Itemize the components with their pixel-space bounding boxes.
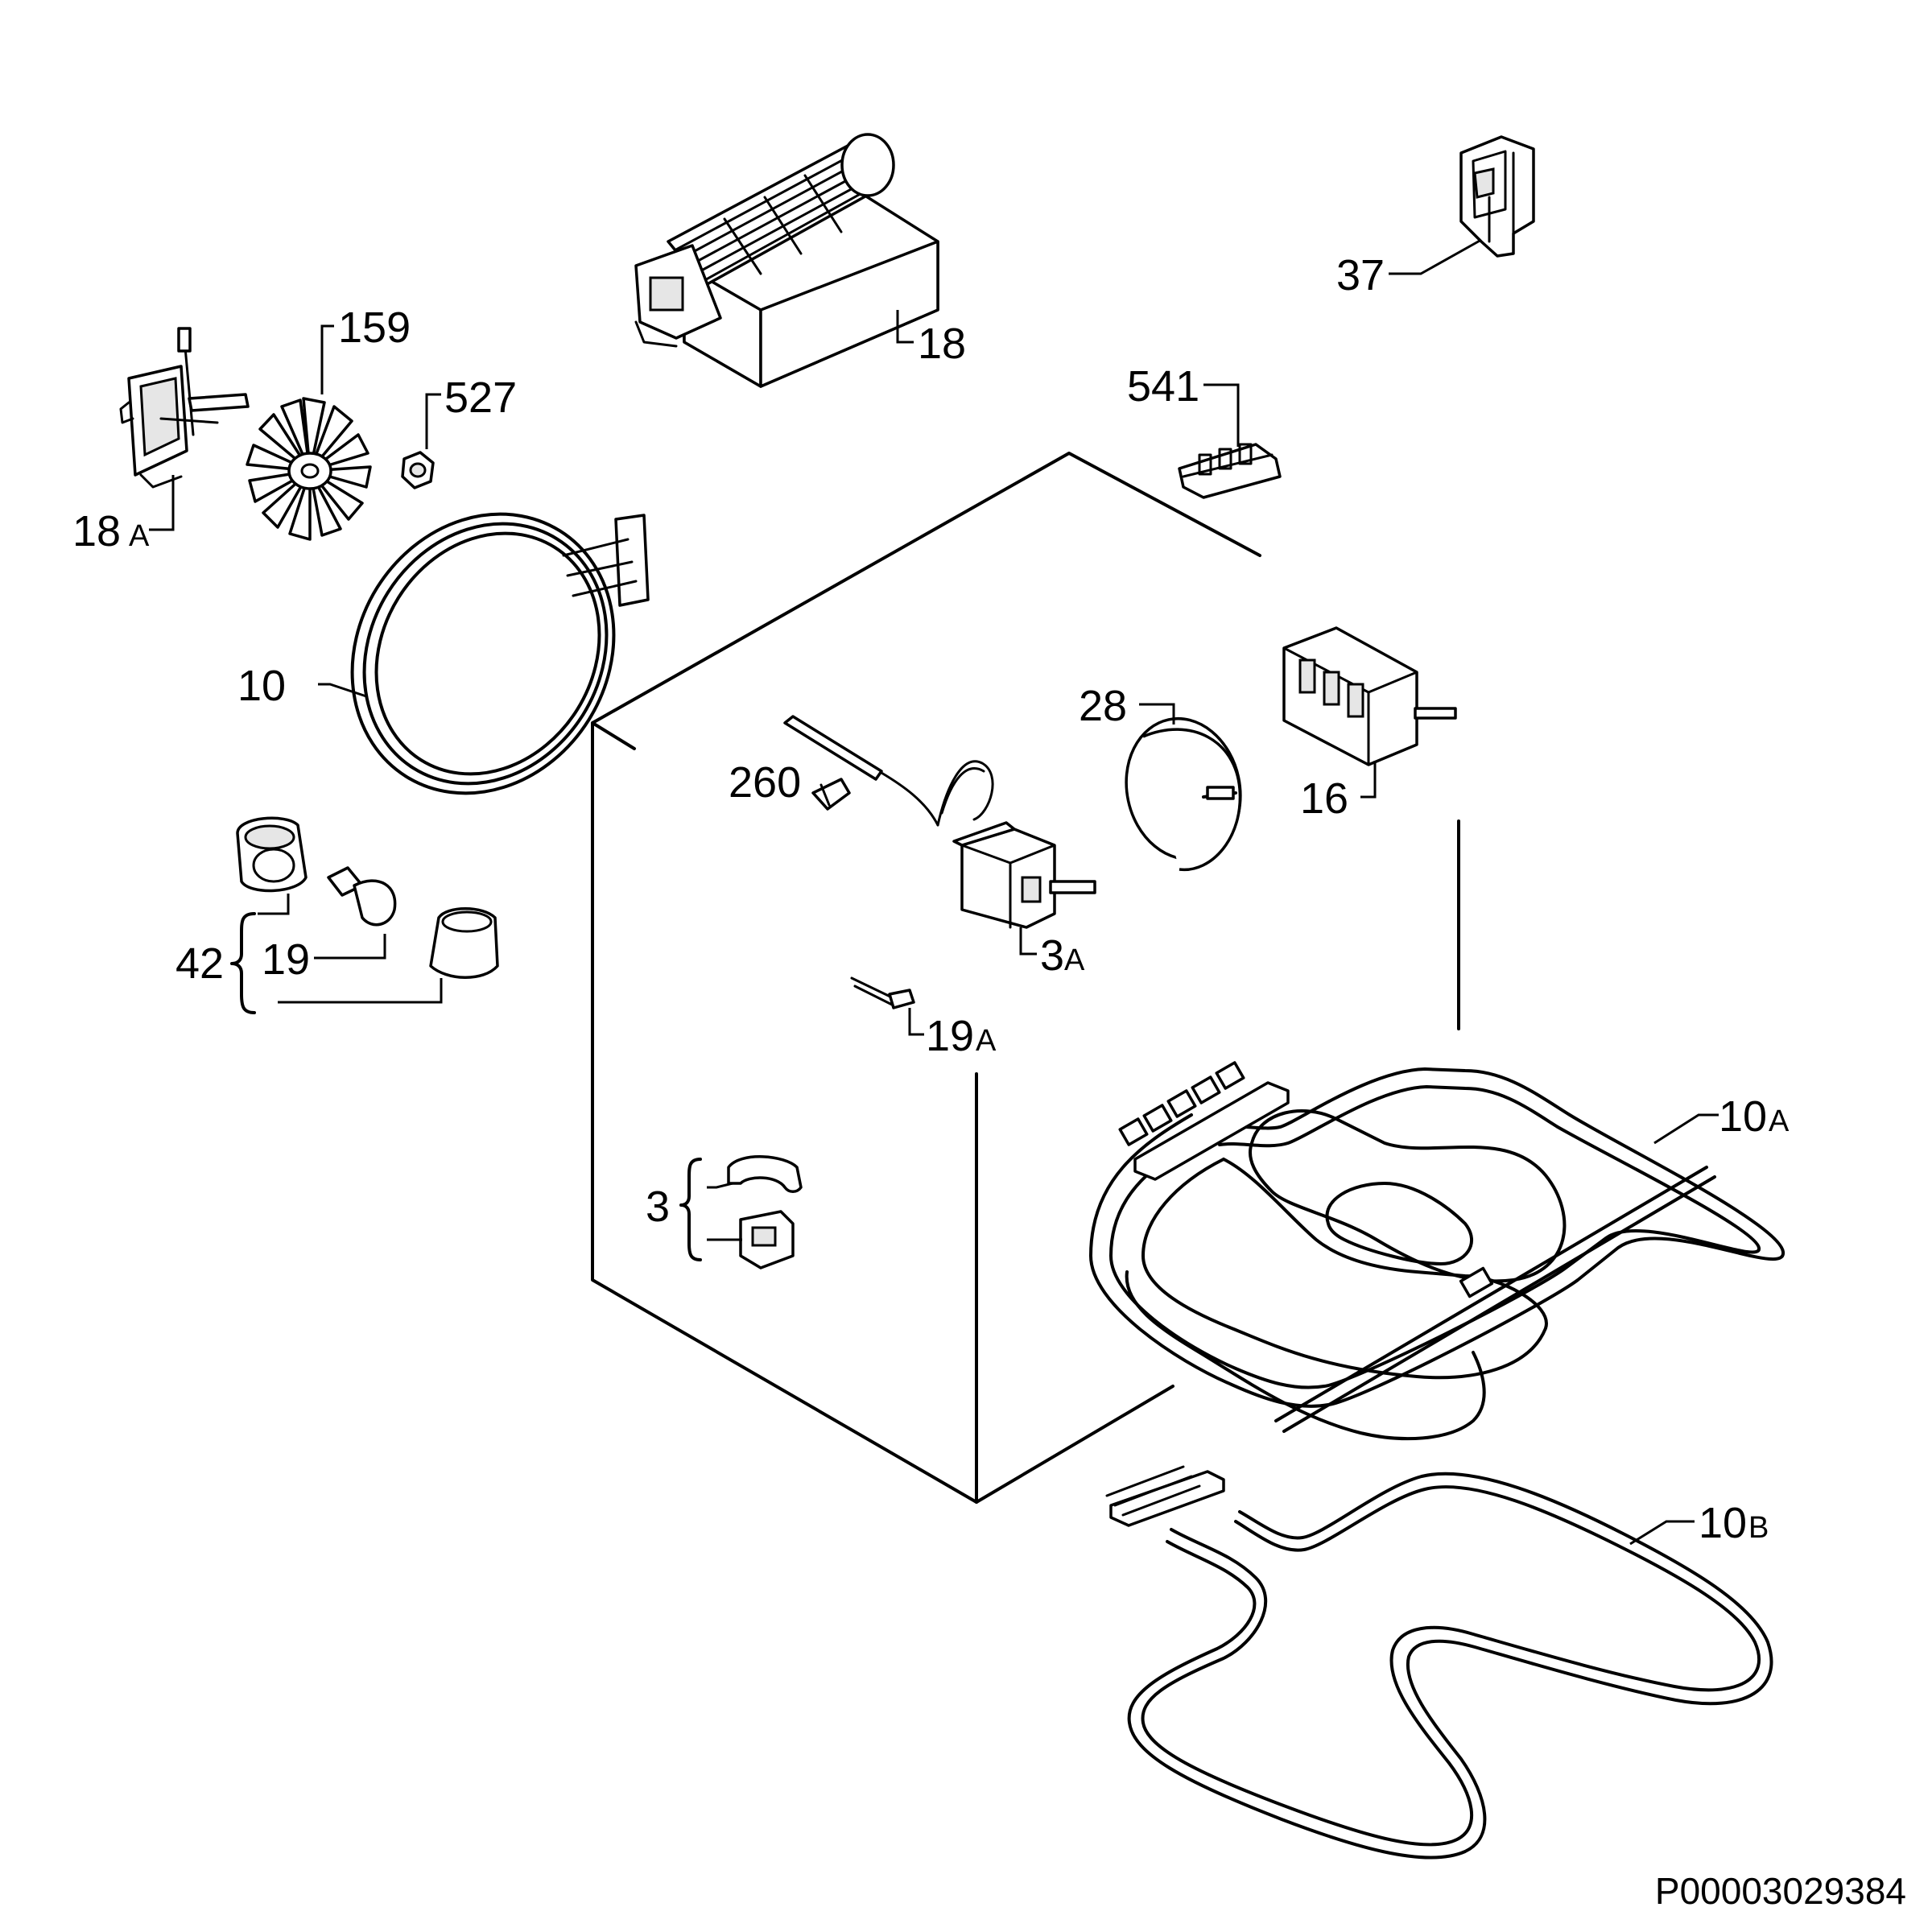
tangential-fan-icon xyxy=(634,133,939,388)
fan-motor-icon xyxy=(119,327,250,489)
selector-switch-icon xyxy=(1282,626,1457,766)
grill-element-icon xyxy=(1089,1061,1785,1441)
label-28: 28 xyxy=(1079,682,1127,730)
thermostat-icon xyxy=(952,821,1096,929)
label-3a: 3 xyxy=(1040,931,1064,980)
lamp-cover-icon xyxy=(429,907,499,979)
oven-cavity-icon xyxy=(591,452,1460,1504)
label-18: 18 xyxy=(918,320,966,368)
label-260: 260 xyxy=(729,758,801,807)
thermostat-bulb-icon xyxy=(783,715,994,827)
microswitch-icon xyxy=(1459,135,1535,258)
timer-icon xyxy=(1125,716,1242,872)
label-19: 19 xyxy=(262,935,310,984)
label-37: 37 xyxy=(1336,251,1385,299)
label-3a-suffix: A xyxy=(1064,943,1085,977)
label-19a-suffix: A xyxy=(976,1024,997,1058)
lamp-wire-icon xyxy=(850,976,915,1009)
label-3: 3 xyxy=(646,1183,670,1231)
label-19a: 19 xyxy=(926,1012,974,1060)
label-10b: 10 xyxy=(1699,1499,1747,1547)
lamp-bulb-icon xyxy=(327,866,397,927)
clip-icon xyxy=(811,778,851,811)
label-10b-suffix: B xyxy=(1748,1511,1769,1545)
thermal-cutout-icon xyxy=(727,1155,803,1269)
label-10a-suffix: A xyxy=(1769,1104,1790,1138)
drawing-code: P00003029384 xyxy=(1655,1870,1906,1912)
label-16: 16 xyxy=(1300,774,1348,823)
brace-3 xyxy=(679,1158,702,1261)
label-42: 42 xyxy=(175,939,224,988)
terminal-block-icon xyxy=(1178,443,1282,499)
bottom-element-icon xyxy=(1105,1465,1773,1860)
label-541: 541 xyxy=(1127,362,1199,411)
label-10a: 10 xyxy=(1719,1092,1767,1141)
label-159: 159 xyxy=(338,303,411,352)
label-18a: 18 xyxy=(72,507,121,555)
label-18a-suffix: A xyxy=(129,519,150,553)
nut-icon xyxy=(401,451,435,489)
label-527: 527 xyxy=(444,374,517,422)
lamp-holder-icon xyxy=(236,816,308,893)
circular-heating-element-icon xyxy=(350,512,650,795)
brace-42 xyxy=(230,912,256,1014)
fan-blade-icon xyxy=(246,397,372,541)
label-10: 10 xyxy=(237,662,286,710)
